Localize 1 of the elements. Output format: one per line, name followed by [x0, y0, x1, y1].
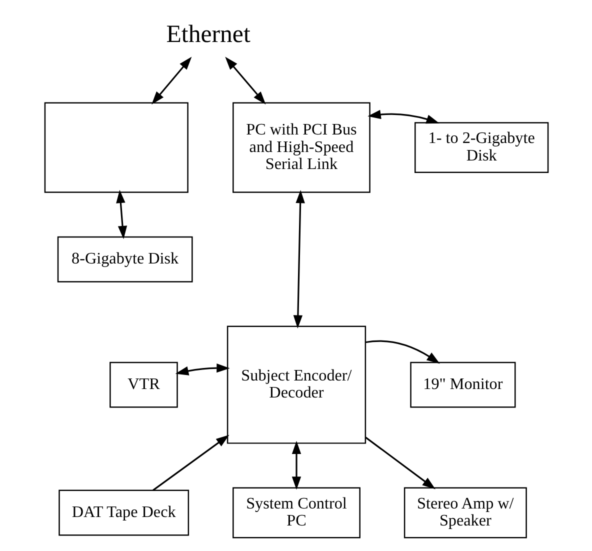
node-text: Ethernet — [166, 20, 250, 48]
